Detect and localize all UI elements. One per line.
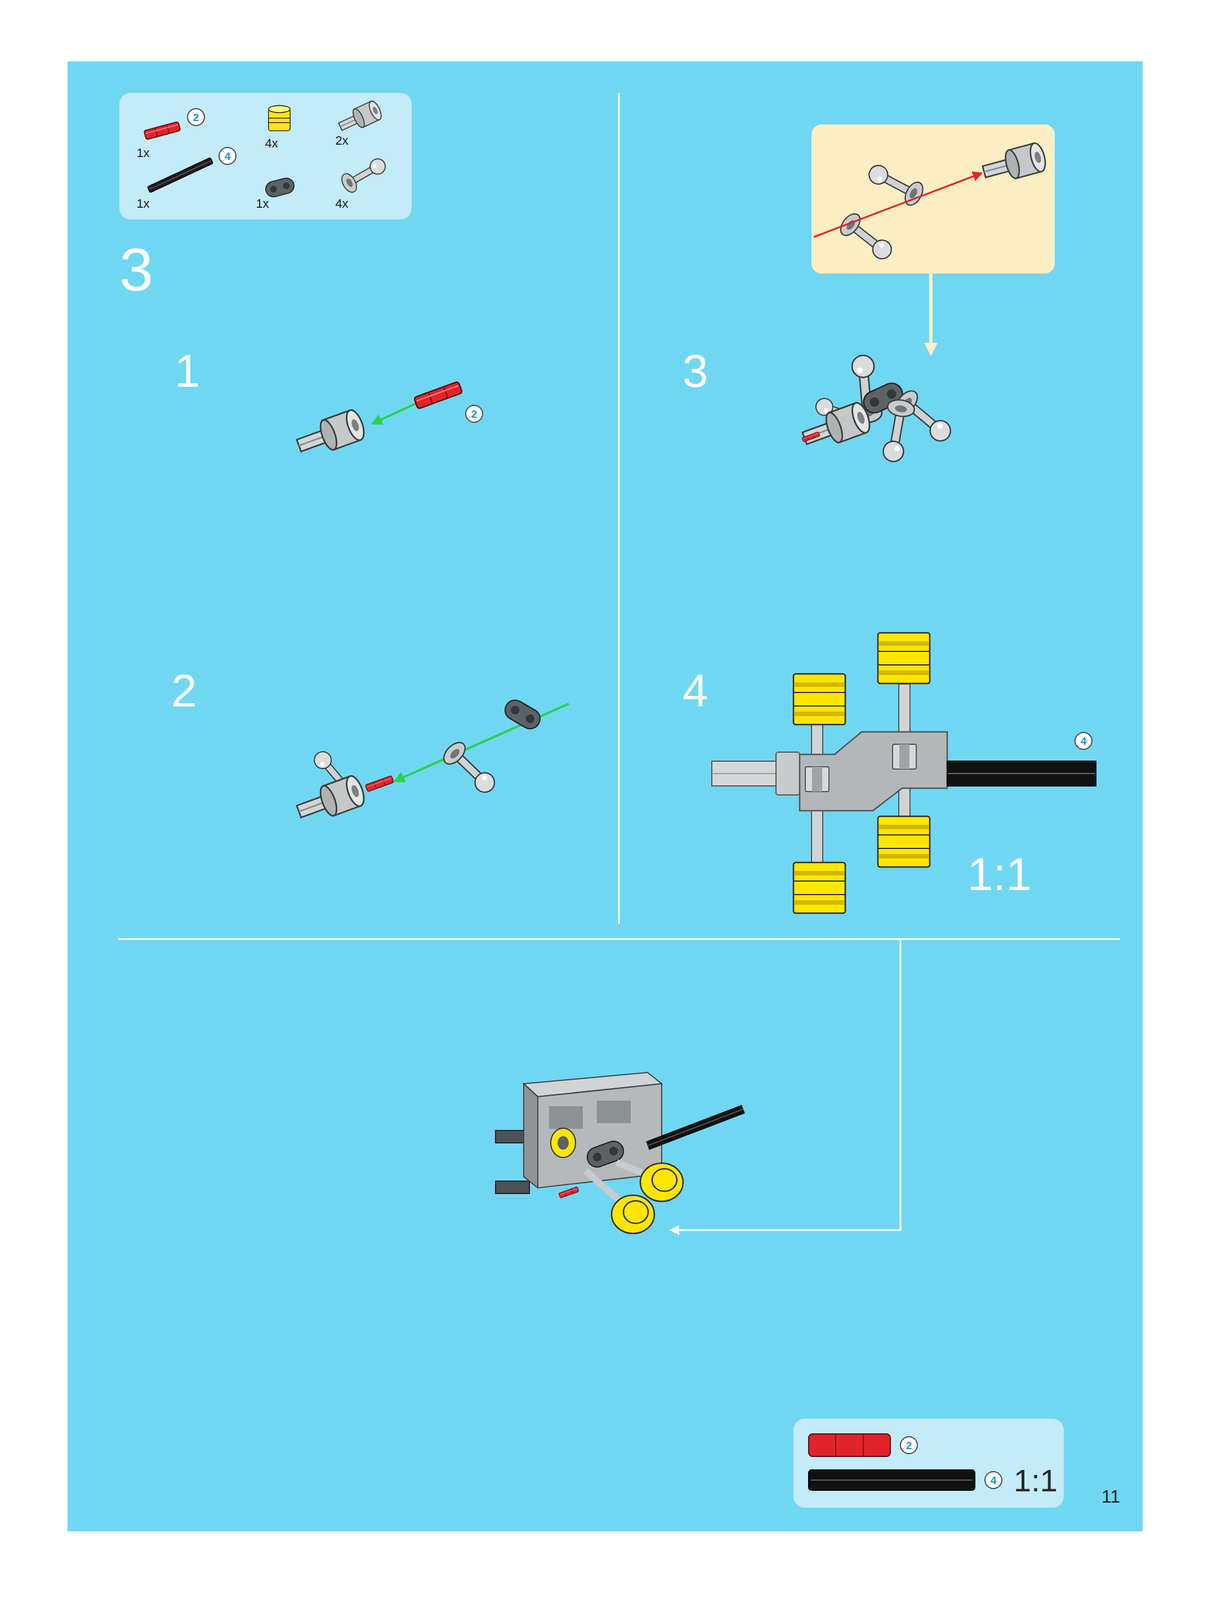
insert-line xyxy=(395,703,569,782)
scale-panel: 1:1 2 4 xyxy=(793,1419,1064,1509)
part-count: 4x xyxy=(264,137,278,150)
axle-groove xyxy=(810,1479,973,1482)
axle-4 xyxy=(147,157,214,194)
step-1-art xyxy=(293,381,463,461)
pin-stub xyxy=(495,1181,530,1194)
axle-2 xyxy=(365,776,394,793)
page-ground xyxy=(67,61,1143,1532)
axle-pin xyxy=(293,408,368,461)
axle-4-actual-size xyxy=(808,1470,975,1491)
callout-number: 4 xyxy=(224,150,231,162)
pin-bush xyxy=(776,752,800,796)
axle-pin xyxy=(980,141,1049,186)
axle-pin xyxy=(336,99,385,136)
crank-body xyxy=(799,732,948,811)
callout-circle: 4 xyxy=(984,1471,1003,1490)
axle-2 xyxy=(558,1187,579,1199)
step-4-art xyxy=(711,632,1096,914)
bush-hole xyxy=(557,1136,569,1150)
rod-slot xyxy=(812,766,823,792)
piston xyxy=(268,105,291,131)
piston xyxy=(793,862,846,914)
parts-list-panel: 1x 1x 4x 1x 2x 4x 2 4 xyxy=(119,92,412,220)
crank-piece xyxy=(264,176,296,199)
scale-label: 1:1 xyxy=(1013,1465,1058,1497)
connecting-rod xyxy=(439,738,501,800)
connecting-rod xyxy=(878,398,916,465)
axle-groove xyxy=(948,773,1095,775)
axle-pin xyxy=(293,774,368,827)
callout-circle: 2 xyxy=(465,404,484,423)
piston xyxy=(640,1163,684,1202)
axle-2-actual-size xyxy=(808,1434,891,1457)
axle-groove xyxy=(835,1434,837,1457)
block-cutout xyxy=(596,1100,631,1124)
part-count: 1x xyxy=(136,197,150,211)
piston xyxy=(877,632,930,684)
piston xyxy=(611,1195,655,1234)
callout-box xyxy=(811,124,1055,274)
pointer-line xyxy=(671,939,901,1231)
piston-groove xyxy=(623,1201,649,1224)
scale-label: 1:1 xyxy=(967,851,1032,898)
callout-circle: 4 xyxy=(1074,732,1093,751)
axle-pin xyxy=(799,400,873,454)
callout-number: 4 xyxy=(990,1475,997,1487)
axle-end xyxy=(711,761,778,787)
sub-step-number: 1 xyxy=(174,348,201,395)
part-count: 4x xyxy=(335,197,349,211)
page-number: 11 xyxy=(1101,1487,1121,1506)
callout-number: 2 xyxy=(471,408,478,420)
callout-number: 4 xyxy=(1080,736,1087,747)
insert-line xyxy=(813,173,981,238)
callout-number: 2 xyxy=(193,112,200,123)
block-side xyxy=(523,1084,538,1189)
rod-ring xyxy=(892,744,917,770)
part-count: 1x xyxy=(255,197,269,211)
divider-line xyxy=(618,92,621,925)
callout-circle: 4 xyxy=(218,146,237,165)
rod-slot xyxy=(899,744,910,770)
callout-number: 2 xyxy=(906,1440,913,1452)
sub-step-number: 4 xyxy=(682,667,709,715)
bush xyxy=(550,1128,576,1158)
callout-circle: 2 xyxy=(186,108,205,127)
callout-circle: 2 xyxy=(899,1436,918,1455)
part-count: 1x xyxy=(136,146,150,160)
axle-4 xyxy=(947,761,1096,787)
connecting-rod xyxy=(339,153,390,195)
step-number: 3 xyxy=(119,239,154,301)
axle-2 xyxy=(801,431,820,443)
step-2-art xyxy=(293,696,569,827)
axle-2 xyxy=(143,121,181,140)
engine-assembly xyxy=(495,1072,744,1234)
insert-arrow xyxy=(372,403,416,424)
rod-ring xyxy=(805,766,829,792)
part-count: 2x xyxy=(335,134,349,147)
block-cutout xyxy=(549,1106,583,1130)
divider-lines xyxy=(118,92,1121,1231)
sub-assembly-callout xyxy=(811,124,1055,354)
axle-groove xyxy=(711,773,778,775)
connecting-rod xyxy=(898,684,911,817)
crank-piece xyxy=(501,696,544,733)
axle-4 xyxy=(647,1109,744,1146)
axle-groove xyxy=(862,1434,864,1457)
sub-step-number: 2 xyxy=(171,667,198,715)
connecting-rod xyxy=(864,159,927,208)
divider-line xyxy=(118,938,1121,941)
callout-arrow xyxy=(929,273,933,354)
sub-step-number: 3 xyxy=(682,348,709,395)
connecting-rod xyxy=(836,210,898,266)
axle-2 xyxy=(413,381,463,409)
piston xyxy=(793,674,846,725)
piston-groove xyxy=(652,1169,677,1192)
axle-groove xyxy=(647,1109,744,1146)
piston xyxy=(877,816,930,868)
step-3-art xyxy=(799,354,957,465)
